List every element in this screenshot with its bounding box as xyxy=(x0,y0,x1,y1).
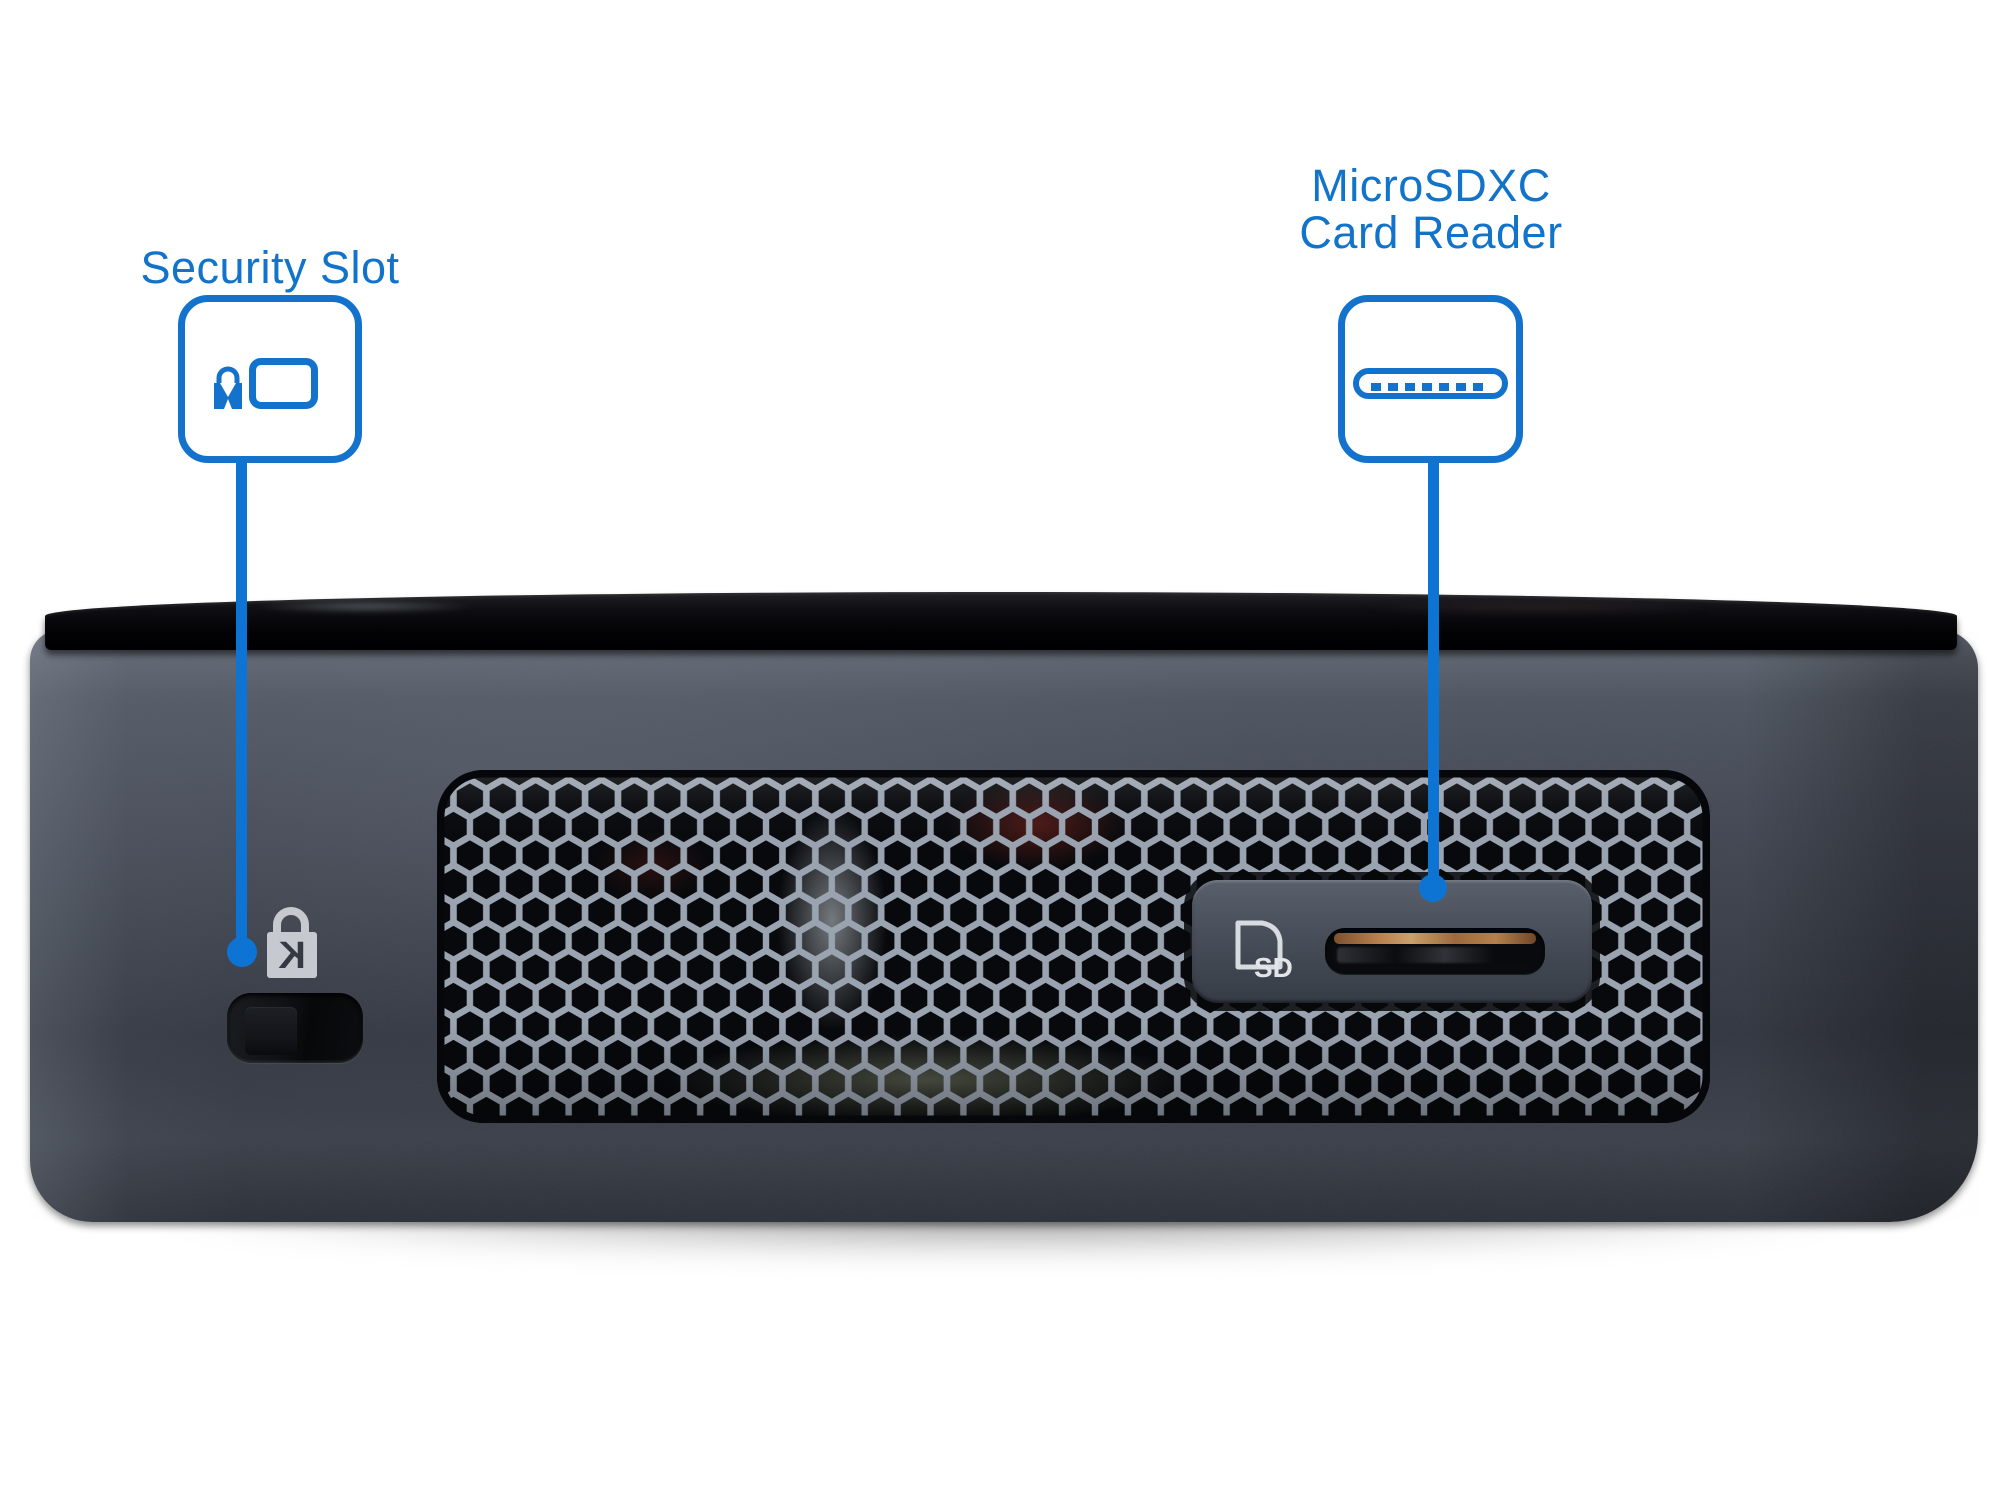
kensington-slot-notch xyxy=(245,1007,297,1055)
top-reflection-2 xyxy=(1327,602,1747,614)
security-slot-callout-box xyxy=(178,295,362,463)
microsdxc-label: MicroSDXC Card Reader xyxy=(1281,162,1581,256)
sd-logo: SD xyxy=(1235,920,1293,983)
microsdxc-leader-dot xyxy=(1419,874,1447,902)
slot-inner-reflection xyxy=(1337,947,1533,963)
microsdxc-leader-line xyxy=(1428,463,1439,881)
microsd-card-slot[interactable] xyxy=(1325,928,1545,975)
grille-recess-ring xyxy=(437,770,1710,1123)
sd-logo-text: SD xyxy=(1254,952,1293,983)
microsdxc-label-line2: Card Reader xyxy=(1299,207,1563,258)
top-reflection xyxy=(235,599,495,614)
sd-card-recess: SD xyxy=(1192,880,1592,1003)
kensington-k-letter: K xyxy=(278,935,306,977)
kensington-security-slot xyxy=(227,993,363,1063)
gloss-top-edge xyxy=(45,592,1957,650)
security-slot-icon xyxy=(249,358,318,409)
card-slot-icon xyxy=(1353,368,1508,399)
security-slot-leader-line xyxy=(236,463,247,945)
honeycomb-vent-grille xyxy=(437,770,1710,1123)
security-slot-leader-dot xyxy=(227,937,257,967)
security-slot-label: Security Slot xyxy=(140,242,400,293)
microsdxc-callout-box xyxy=(1338,295,1523,463)
kensington-lock-glyph: K xyxy=(267,907,317,978)
lock-icon xyxy=(214,366,242,409)
microsdxc-label-line1: MicroSDXC xyxy=(1311,160,1551,211)
microsd-card-edge xyxy=(1334,933,1536,944)
card-contacts-icon xyxy=(1371,383,1490,391)
